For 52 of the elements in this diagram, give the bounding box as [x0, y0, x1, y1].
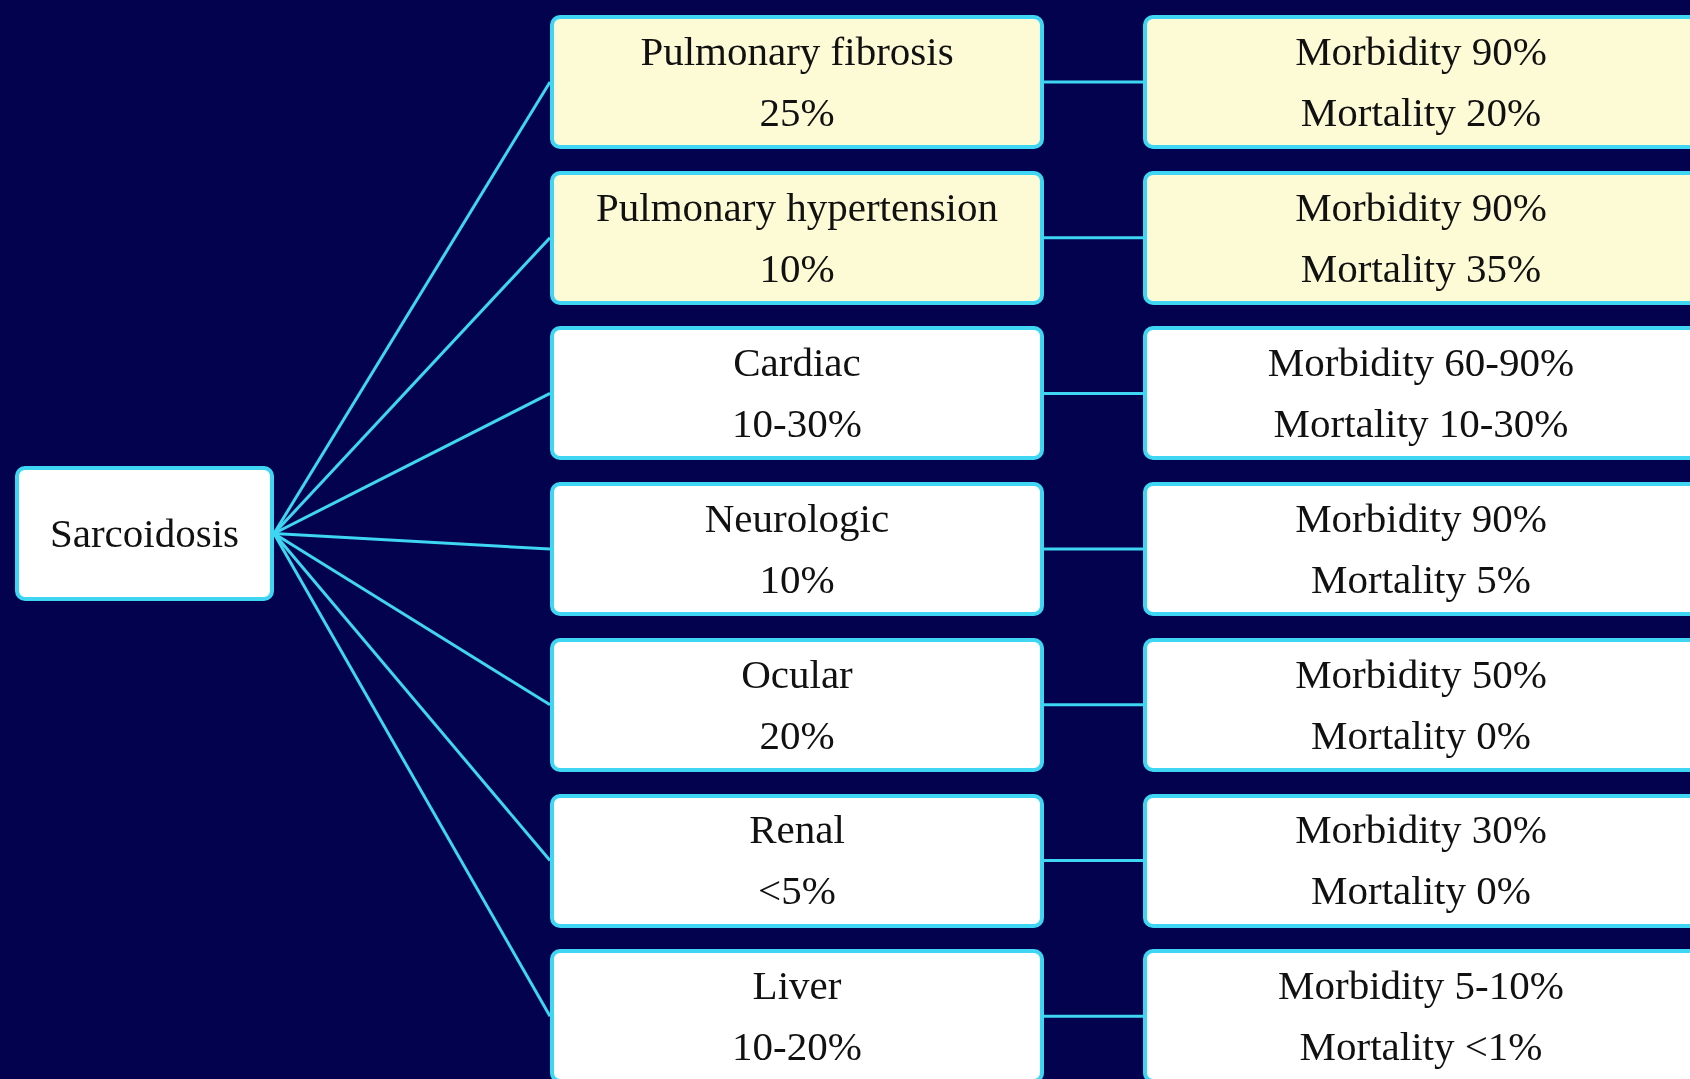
box-text: Mortality 5%: [1311, 556, 1531, 604]
info-box: [550, 949, 1044, 1079]
box-text: Mortality 0%: [1311, 867, 1531, 915]
box-text: Mortality 0%: [1311, 711, 1531, 759]
info-box: [1143, 170, 1690, 305]
info-box: [1143, 637, 1690, 772]
box-text: Morbidity 60-90%: [1267, 339, 1575, 387]
box-text: Pulmonary hypertension: [596, 183, 998, 231]
box-text: 25%: [759, 88, 835, 137]
box-text: Morbidity 5-10%: [1278, 962, 1564, 1010]
connector-line: [1044, 547, 1143, 551]
connector-line: [1044, 703, 1143, 707]
box-text: Morbidity 90%: [1295, 27, 1547, 76]
box-text: Mortality 20%: [1300, 88, 1542, 137]
box-text: Cardiac: [733, 339, 861, 387]
box-text: 10%: [759, 244, 835, 292]
connector-line: [1044, 859, 1143, 862]
info-box: [550, 637, 1044, 772]
info-box: [550, 793, 1044, 928]
box-text: Morbidity 90%: [1295, 495, 1547, 543]
info-box: [1143, 482, 1690, 617]
box-text: Pulmonary fibrosis: [640, 27, 954, 76]
box-text: <5%: [758, 867, 836, 915]
info-box: [1143, 793, 1690, 928]
box-text: 10%: [759, 556, 835, 604]
box-text: Mortality <1%: [1299, 1023, 1543, 1071]
connector-line: [1044, 236, 1143, 240]
connector-line: [273, 532, 551, 551]
box-text: Sarcoidosis: [49, 509, 239, 558]
box-text: Morbidity 30%: [1295, 806, 1547, 854]
box-text: Morbidity 90%: [1295, 183, 1547, 231]
info-box: [550, 482, 1044, 617]
connector-line: [1044, 1014, 1143, 1018]
box-text: Mortality 10-30%: [1273, 400, 1569, 448]
box-text: 20%: [759, 711, 835, 759]
box-text: Mortality 35%: [1300, 244, 1542, 292]
info-box: [550, 15, 1044, 149]
box-text: Neurologic: [704, 495, 890, 543]
info-box: [550, 326, 1044, 461]
info-box: [550, 170, 1044, 305]
box-text: 10-30%: [732, 400, 862, 448]
box-text: Renal: [749, 806, 845, 854]
connector-line: [1044, 80, 1143, 84]
box-text: 10-20%: [732, 1023, 862, 1071]
info-box: [1143, 326, 1690, 461]
info-box: [1143, 15, 1690, 149]
box-text: Morbidity 50%: [1295, 650, 1547, 698]
connector-line: [1044, 391, 1143, 395]
info-box: [1143, 949, 1690, 1079]
box-text: Liver: [752, 962, 842, 1010]
root-box: [15, 466, 274, 601]
box-text: Ocular: [741, 650, 853, 698]
